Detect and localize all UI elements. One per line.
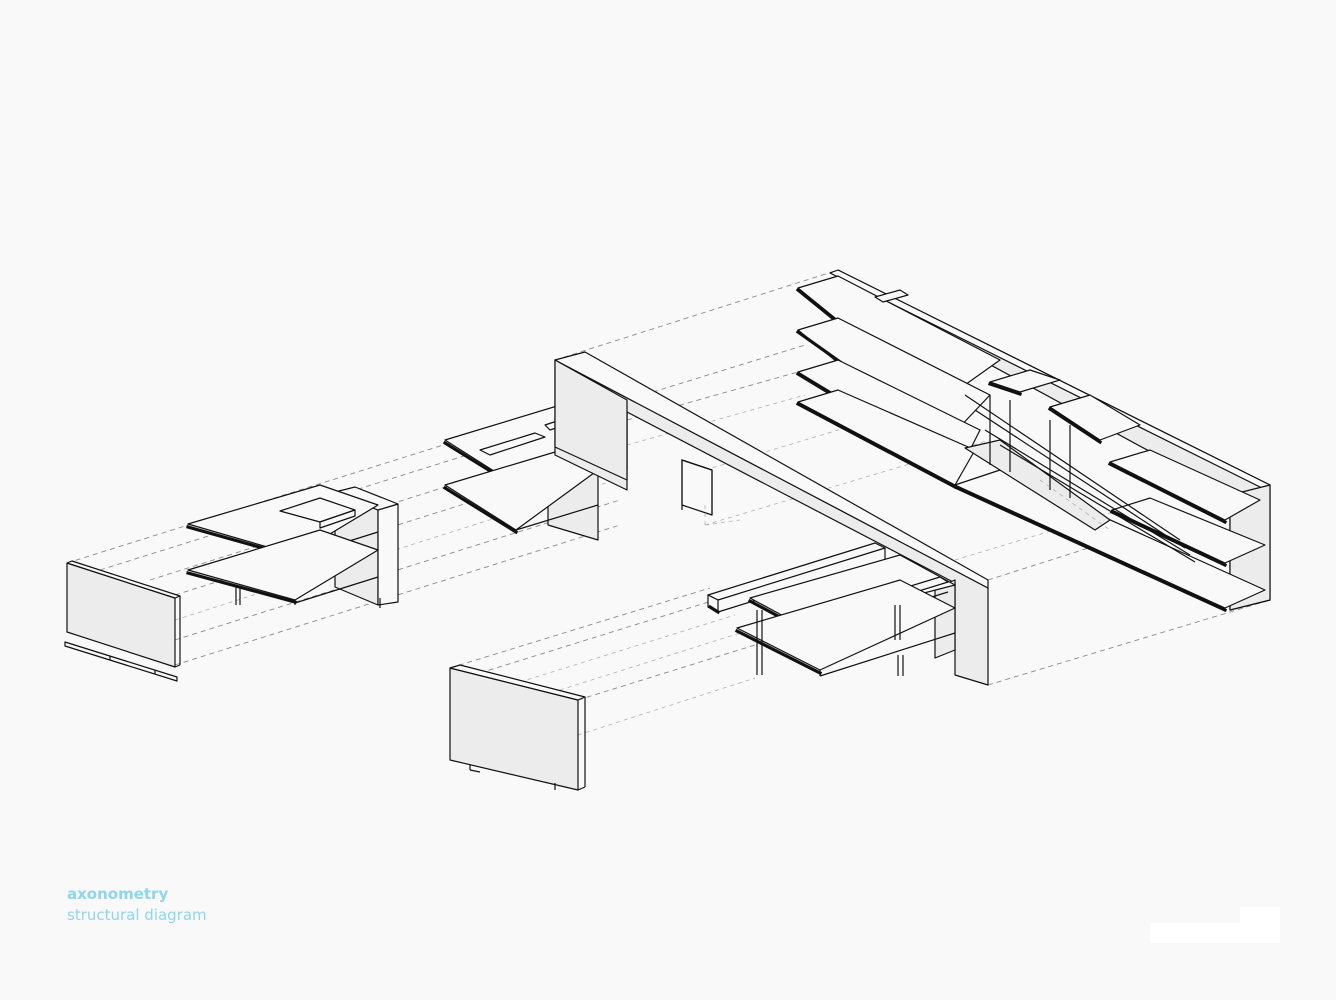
caption-title: axonometry bbox=[67, 885, 169, 903]
construction-lines bbox=[66, 269, 1271, 736]
caption-subtitle: structural diagram bbox=[67, 906, 207, 924]
left-end-panel bbox=[64, 560, 181, 682]
diagram-caption: axonometry structural diagram bbox=[67, 884, 207, 926]
scale-bar-block-large bbox=[1240, 907, 1280, 943]
scale-bar-block-small bbox=[1150, 923, 1240, 943]
left-shelf-module bbox=[186, 484, 399, 608]
right-volume bbox=[795, 269, 1271, 613]
front-shelf-module bbox=[707, 542, 956, 677]
front-panel bbox=[449, 664, 586, 791]
central-wall bbox=[554, 351, 989, 686]
